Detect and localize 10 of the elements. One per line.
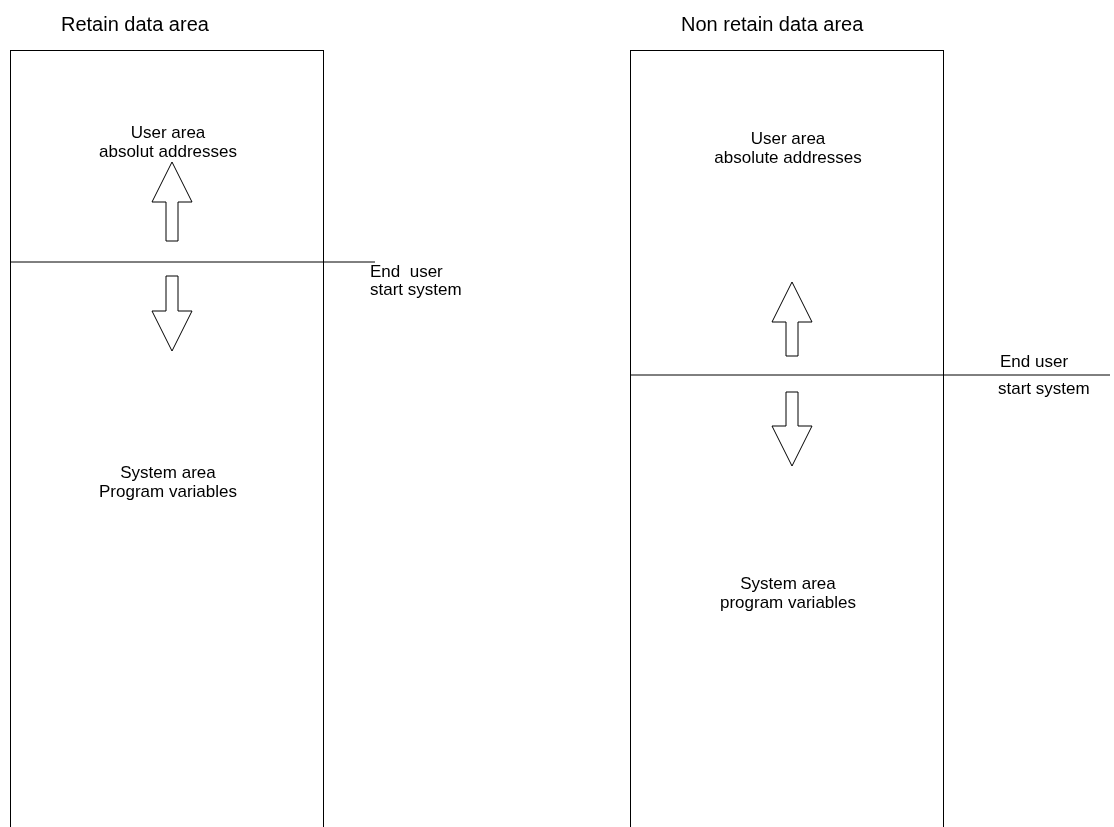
boundary-label: End user bbox=[370, 262, 443, 282]
boundary-label: End user bbox=[1000, 352, 1069, 372]
area-heading: Retain data area bbox=[61, 12, 209, 37]
boundary-label: start system bbox=[370, 280, 462, 300]
area-label: System area Program variables bbox=[98, 463, 238, 501]
area-label: System area program variables bbox=[718, 574, 858, 612]
boundary-label: start system bbox=[998, 379, 1090, 399]
area-label: User area absolute addresses bbox=[713, 129, 863, 167]
area-label: User area absolut addresses bbox=[98, 123, 238, 161]
area-heading: Non retain data area bbox=[681, 12, 864, 37]
